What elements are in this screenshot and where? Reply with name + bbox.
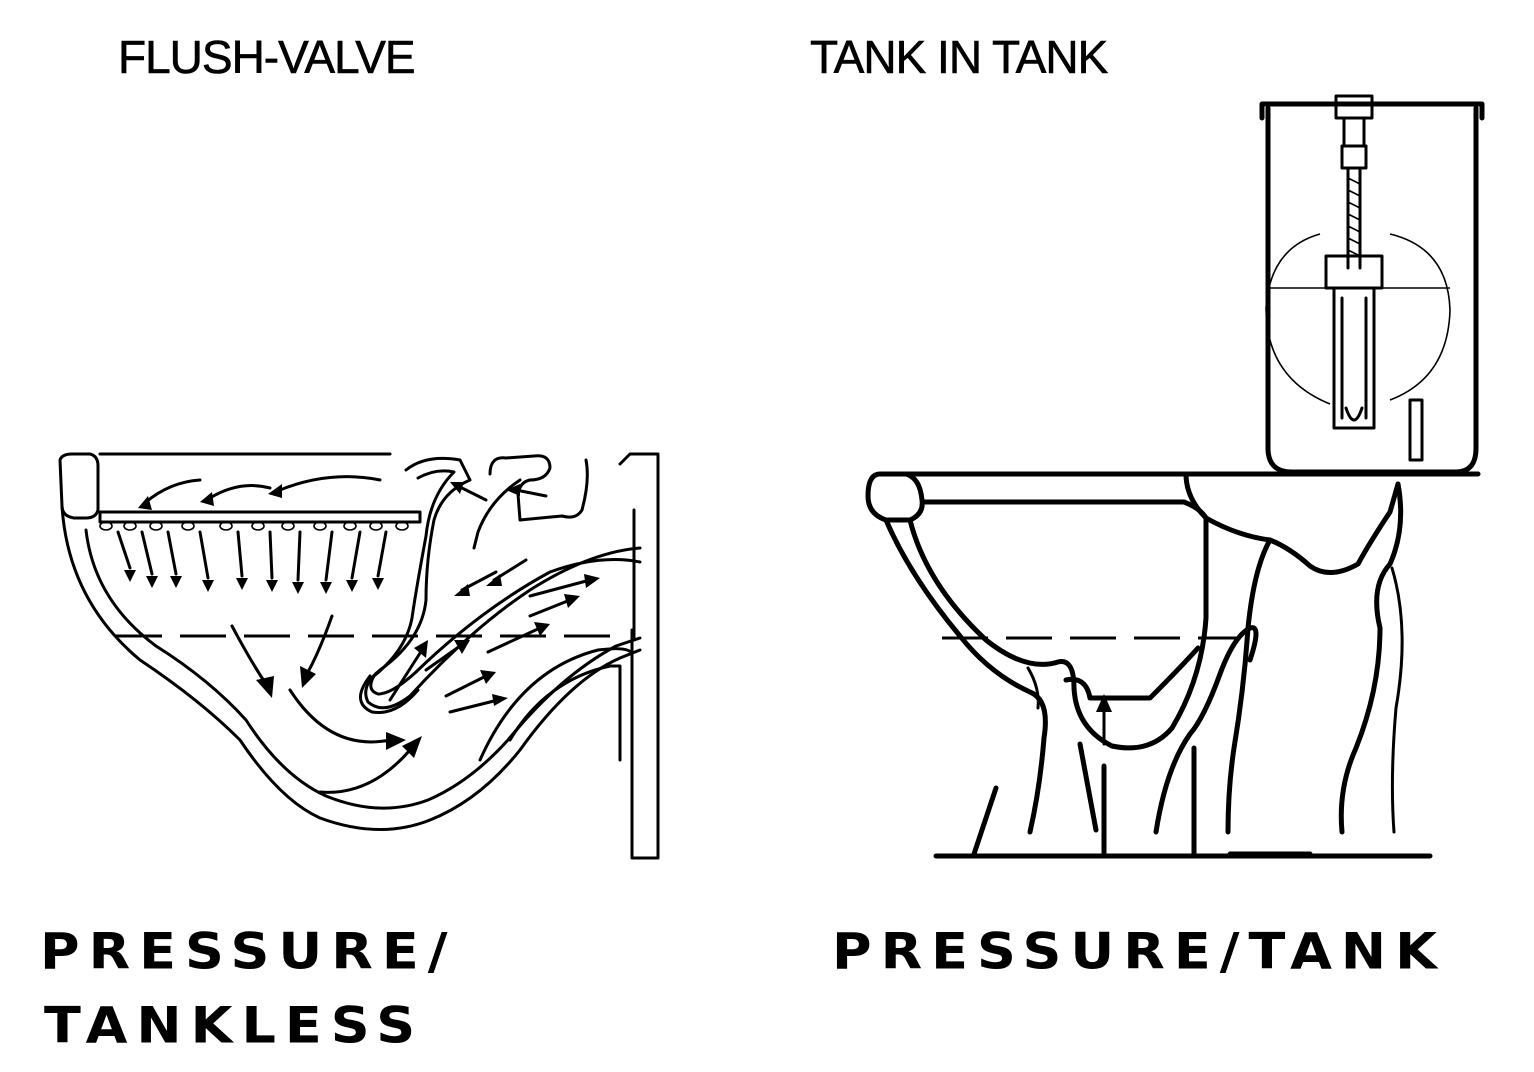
- flush-valve-toilet-cross-section: [58, 452, 660, 860]
- back-wall: [618, 452, 660, 860]
- tankless-label: TANKLESS: [44, 996, 425, 1055]
- trap-flow-arrows: [288, 482, 600, 794]
- flush-valve-panel: FLUSH-VALVE: [0, 0, 760, 1072]
- inner-pressure-vessel: [1265, 233, 1451, 405]
- support-web-inner: [508, 664, 622, 762]
- tank-in-tank-toilet-side-view: [865, 94, 1485, 859]
- support-web: [478, 647, 634, 772]
- valve-duct: [472, 478, 522, 550]
- tank-in-tank-panel: TANK IN TANK: [760, 0, 1534, 1072]
- trapway-inner: [369, 469, 642, 696]
- bowl-inner-wall: [84, 528, 642, 810]
- bowl: [865, 471, 1481, 857]
- valve-inlet: [488, 454, 589, 522]
- tank: [1259, 94, 1485, 475]
- bowl-outer-wall: [60, 504, 642, 832]
- flush-valve-title: FLUSH-VALVE: [118, 31, 416, 84]
- rim-outline: [58, 452, 100, 520]
- tank-in-tank-title: TANK IN TANK: [810, 31, 1109, 84]
- pressure-label: PRESSURE/: [40, 922, 457, 981]
- rim-bottom-line: [98, 510, 422, 524]
- pressure-tank-label: PRESSURE/TANK: [832, 922, 1446, 981]
- jet-flow-arrows: [116, 530, 388, 594]
- rim-channel-arrows: [138, 475, 382, 510]
- rim-jet-holes: [99, 521, 409, 531]
- bowl-flow-arrows: [230, 614, 334, 698]
- trap-dip-loop: [359, 674, 420, 715]
